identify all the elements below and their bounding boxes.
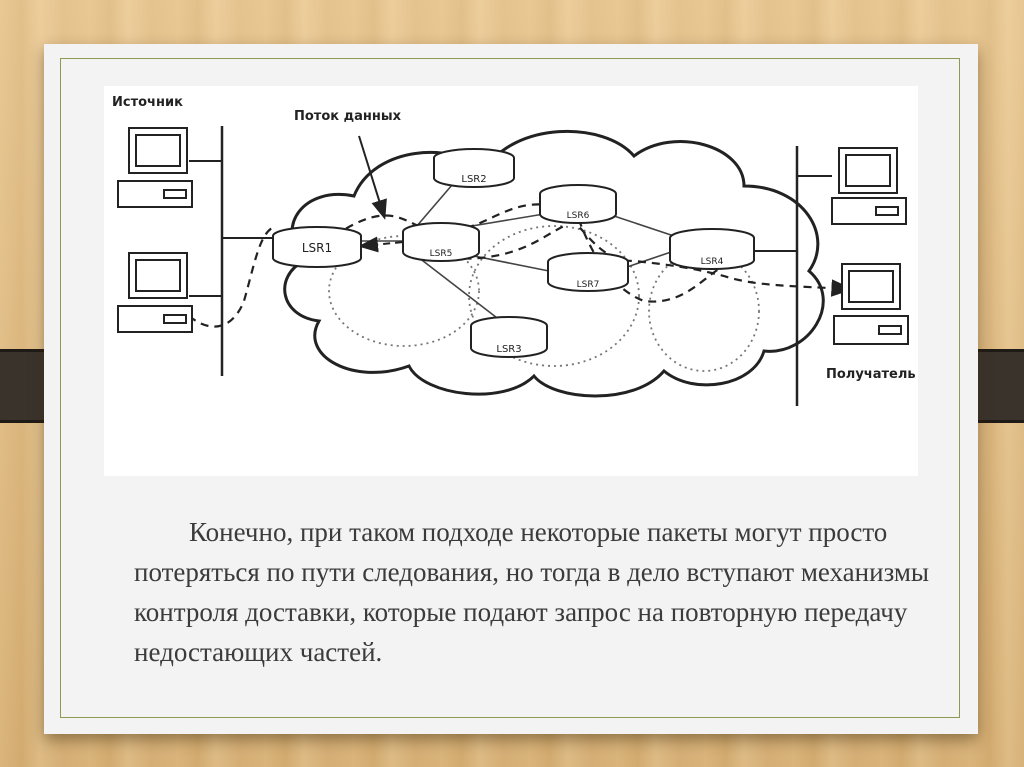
lsr3-label: LSR3 [496, 344, 521, 355]
lsr1-label: LSR1 [302, 241, 332, 255]
caption-paragraph: Конечно, при таком подходе некоторые пак… [134, 512, 964, 672]
receiver-label: Получатель [826, 367, 916, 382]
router-lsr5: LSR5 [403, 223, 479, 261]
source-computer-1 [118, 128, 192, 207]
router-lsr4: LSR4 [670, 229, 754, 269]
receiver-computer-1 [832, 148, 906, 224]
router-lsr6: LSR6 [540, 185, 616, 223]
data-flow-pointer [359, 136, 384, 216]
router-lsr2: LSR2 [434, 149, 514, 187]
lsr4-label: LSR4 [701, 257, 724, 267]
router-lsr3: LSR3 [471, 317, 547, 357]
slide-card: LSR1 LSR2 LSR5 LSR6 LSR7 [44, 44, 978, 734]
network-diagram-svg: LSR1 LSR2 LSR5 LSR6 LSR7 [104, 86, 918, 476]
source-computer-2 [118, 253, 192, 332]
router-lsr7: LSR7 [548, 253, 628, 291]
caption-text: Конечно, при таком подходе некоторые пак… [134, 517, 929, 667]
network-diagram: LSR1 LSR2 LSR5 LSR6 LSR7 [104, 86, 918, 476]
lsr5-label: LSR5 [430, 249, 453, 259]
source-label: Источник [112, 95, 183, 110]
data-flow-label: Поток данных [294, 109, 402, 124]
receiver-computer-2 [834, 264, 908, 344]
lsr6-label: LSR6 [567, 211, 590, 221]
lsr2-label: LSR2 [461, 174, 486, 185]
router-lsr1: LSR1 [273, 227, 361, 267]
lsr7-label: LSR7 [577, 280, 600, 290]
